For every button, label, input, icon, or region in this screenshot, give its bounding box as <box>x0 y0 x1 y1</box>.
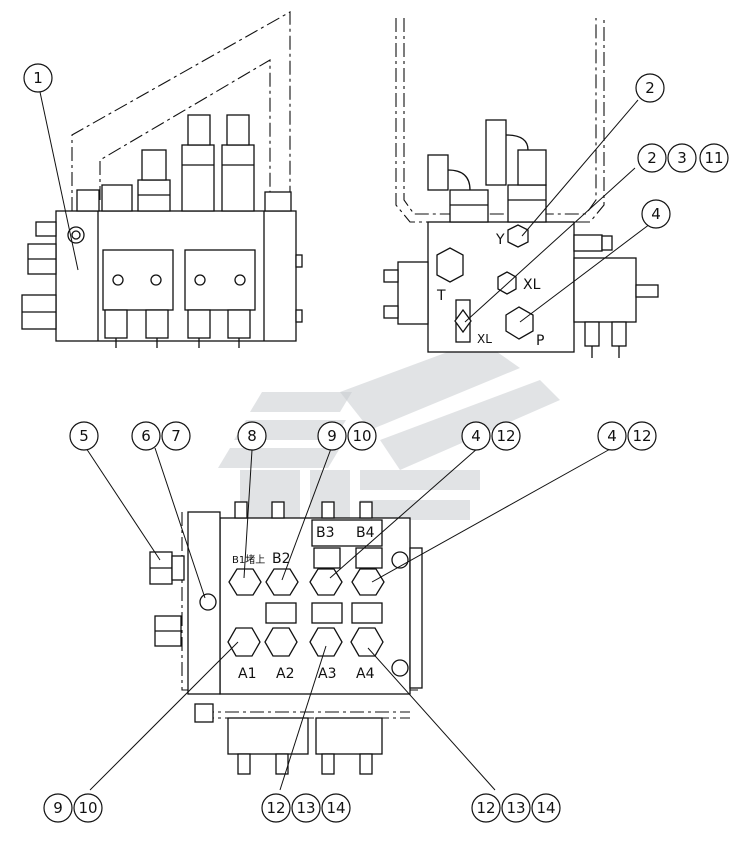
port-label-a1: A1 <box>238 666 256 682</box>
svg-text:11: 11 <box>704 149 723 167</box>
callout-12-b4: 12 <box>627 421 657 451</box>
front-view <box>21 11 303 348</box>
callout-10-upper: 10 <box>347 421 377 451</box>
svg-text:4: 4 <box>651 205 661 223</box>
svg-text:5: 5 <box>79 427 89 445</box>
callout-14-a4: 14 <box>531 793 561 823</box>
callout-2-group: 2 <box>637 143 667 173</box>
svg-text:4: 4 <box>607 427 617 445</box>
callout-8: 8 <box>237 421 267 451</box>
port-label-xl-lower: XL <box>477 332 492 346</box>
callout-13-a3: 13 <box>291 793 321 823</box>
svg-text:9: 9 <box>327 427 337 445</box>
callout-5: 5 <box>69 421 99 451</box>
callout-10-lower: 10 <box>73 793 103 823</box>
svg-text:10: 10 <box>352 427 371 445</box>
svg-text:8: 8 <box>247 427 257 445</box>
port-label-a2: A2 <box>276 666 294 682</box>
svg-text:9: 9 <box>53 799 63 817</box>
callout-11: 11 <box>699 143 729 173</box>
port-label-a3: A3 <box>318 666 336 682</box>
svg-text:14: 14 <box>536 799 555 817</box>
svg-text:6: 6 <box>141 427 151 445</box>
callout-6: 6 <box>131 421 161 451</box>
callout-2-upper: 2 <box>635 73 665 103</box>
svg-text:13: 13 <box>506 799 525 817</box>
callout-3: 3 <box>667 143 697 173</box>
leader-lines <box>39 91 651 791</box>
port-label-b3: B3 <box>316 525 335 541</box>
callout-13-a4: 13 <box>501 793 531 823</box>
callout-1: 1 <box>23 63 53 93</box>
bottom-view <box>149 501 423 775</box>
callout-9-lower: 9 <box>43 793 73 823</box>
callout-4-b4: 4 <box>597 421 627 451</box>
port-label-a4: A4 <box>356 666 375 682</box>
svg-text:2: 2 <box>645 79 655 97</box>
callout-14-a3: 14 <box>321 793 351 823</box>
callout-12-b3: 12 <box>491 421 521 451</box>
side-view <box>383 18 659 358</box>
callout-bubbles: 1 2 2 3 11 4 5 6 7 8 9 10 4 12 4 12 9 10… <box>23 63 729 823</box>
port-labels: Y XL T XL P B1堵上 B2 B3 B4 A1 A2 A3 A4 <box>232 232 544 682</box>
callout-4-side: 4 <box>641 199 671 229</box>
svg-text:3: 3 <box>677 149 687 167</box>
callout-12-a3: 12 <box>261 793 291 823</box>
port-label-b1: B1堵上 <box>232 553 265 566</box>
port-label-b4: B4 <box>356 525 375 541</box>
callout-9-upper: 9 <box>317 421 347 451</box>
port-label-t: T <box>436 288 446 304</box>
svg-text:12: 12 <box>266 799 285 817</box>
port-label-p: P <box>536 333 544 349</box>
svg-text:12: 12 <box>476 799 495 817</box>
svg-text:14: 14 <box>326 799 345 817</box>
svg-text:4: 4 <box>471 427 481 445</box>
svg-text:10: 10 <box>78 799 97 817</box>
port-label-b2: B2 <box>272 551 291 567</box>
svg-text:1: 1 <box>33 69 43 87</box>
svg-text:7: 7 <box>171 427 181 445</box>
port-label-y: Y <box>495 232 505 248</box>
svg-text:12: 12 <box>496 427 515 445</box>
callout-7: 7 <box>161 421 191 451</box>
svg-text:2: 2 <box>647 149 657 167</box>
svg-text:13: 13 <box>296 799 315 817</box>
svg-text:12: 12 <box>632 427 651 445</box>
port-label-xl-upper: XL <box>523 277 541 293</box>
callout-12-a4: 12 <box>471 793 501 823</box>
callout-4-b3: 4 <box>461 421 491 451</box>
